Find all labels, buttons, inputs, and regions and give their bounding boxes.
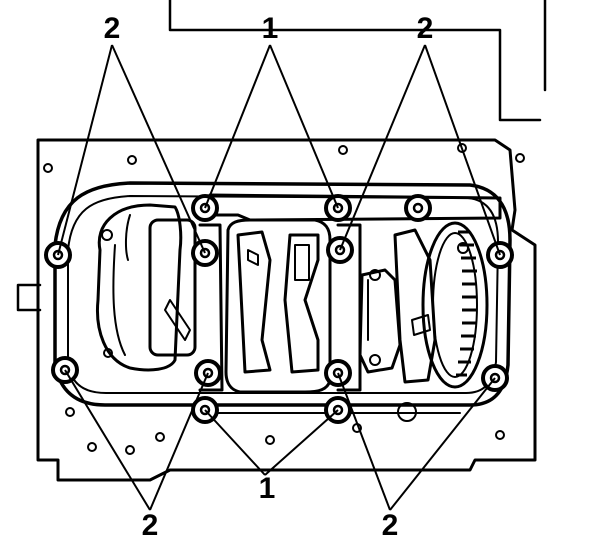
top-rail xyxy=(208,193,502,414)
leader-line xyxy=(111,44,206,254)
crankshaft xyxy=(95,203,489,389)
callout-top-center: 1 xyxy=(262,12,279,45)
leader-line xyxy=(57,44,113,256)
leader-line xyxy=(149,372,209,511)
callout-bottom-right: 2 xyxy=(382,509,399,542)
leader-line xyxy=(337,372,391,511)
leader-line xyxy=(204,409,266,476)
bolt-1-top-left-icon xyxy=(191,194,219,222)
bolt-2-right-top-icon xyxy=(404,194,432,222)
leader-line xyxy=(204,44,271,209)
callout-top-left: 2 xyxy=(104,12,121,45)
engine-block xyxy=(16,0,547,482)
callout-top-right: 2 xyxy=(417,12,434,45)
leader-lines xyxy=(57,44,501,511)
leader-line xyxy=(64,369,151,511)
leader-line xyxy=(269,44,339,209)
bedplate-frame xyxy=(53,181,512,407)
leader-line xyxy=(339,44,426,251)
callout-bottom-center: 1 xyxy=(259,472,276,505)
leader-line xyxy=(389,377,496,511)
leader-line xyxy=(264,409,339,476)
callout-bottom-left: 2 xyxy=(142,509,159,542)
leader-line xyxy=(424,44,501,256)
